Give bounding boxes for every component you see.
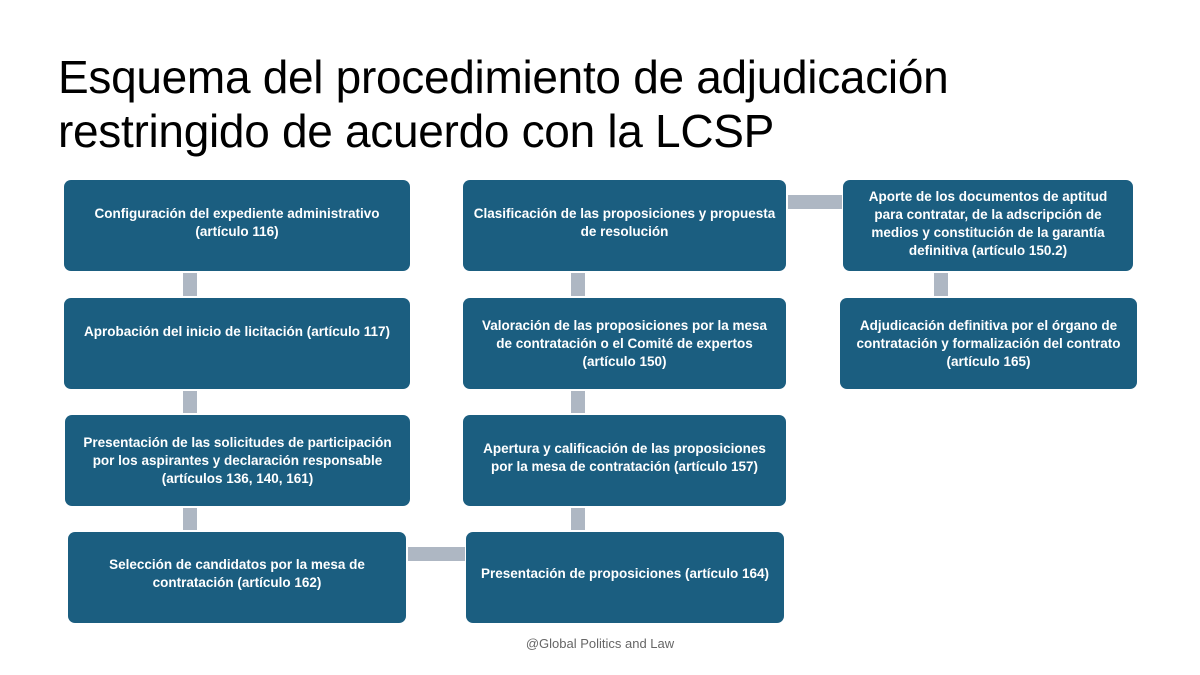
step-text: Configuración del expediente administrat… — [94, 206, 380, 239]
step-text: Clasificación de las proposiciones y pro… — [473, 206, 776, 239]
slide-title: Esquema del procedimiento de adjudicació… — [58, 51, 949, 157]
step-text: Selección de candidatos por la mesa de c… — [109, 556, 365, 590]
connector-vertical — [183, 391, 197, 413]
step-text: Presentación de las solicitudes de parti… — [83, 434, 392, 486]
step-text: Aprobación del inicio de licitación (art… — [83, 324, 391, 339]
step-box-seleccion-candidatos: Selección de candidatos por la mesa de c… — [68, 532, 406, 623]
connector-vertical — [571, 508, 585, 530]
connector-vertical — [571, 391, 585, 413]
step-box-presentacion-solicitudes: Presentación de las solicitudes de parti… — [65, 415, 410, 506]
step-text: Presentación de proposiciones (artículo … — [480, 565, 770, 581]
step-box-adjudicacion-definitiva: Adjudicación definitiva por el órgano de… — [840, 298, 1137, 389]
step-box-aporte-documentos: Aporte de los documentos de aptitud para… — [843, 180, 1133, 271]
step-box-aprobacion: Aprobación del inicio de licitación (art… — [64, 298, 410, 389]
step-text: Valoración de las proposiciones por la m… — [481, 317, 768, 369]
connector-vertical — [934, 273, 948, 296]
connector-vertical — [183, 508, 197, 530]
connector-vertical — [571, 273, 585, 296]
connector-horizontal — [408, 547, 465, 561]
step-box-clasificacion: Clasificación de las proposiciones y pro… — [463, 180, 786, 271]
step-text: Apertura y calificación de las proposici… — [483, 441, 766, 474]
step-box-presentacion-proposiciones: Presentación de proposiciones (artículo … — [466, 532, 784, 623]
step-box-valoracion: Valoración de las proposiciones por la m… — [463, 298, 786, 389]
step-box-apertura-calificacion: Apertura y calificación de las proposici… — [463, 415, 786, 506]
footer-credit: @Global Politics and Law — [525, 636, 675, 651]
step-text: Adjudicación definitiva por el órgano de… — [856, 317, 1121, 369]
connector-vertical — [183, 273, 197, 296]
step-text: Aporte de los documentos de aptitud para… — [868, 188, 1108, 258]
step-box-configuracion: Configuración del expediente administrat… — [64, 180, 410, 271]
connector-horizontal — [788, 195, 842, 209]
